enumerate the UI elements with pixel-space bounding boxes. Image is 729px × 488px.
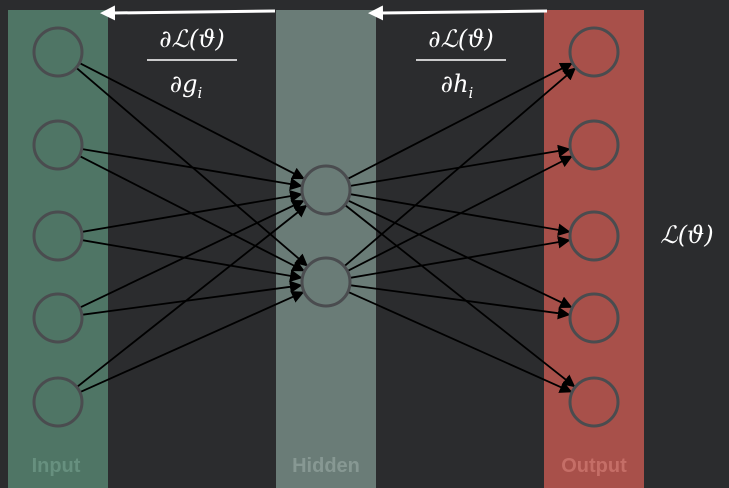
input-neuron-2 xyxy=(32,119,84,171)
loss-label: ℒ(ϑ) xyxy=(660,221,713,249)
gradient-denominator: ∂hi xyxy=(441,70,474,102)
connection-hidden-2-to-output-1 xyxy=(343,67,576,268)
neurons xyxy=(32,26,620,428)
input-neuron-3 xyxy=(32,210,84,262)
gradient-formula-input: ∂ℒ(ϑ) ∂gi xyxy=(147,25,237,102)
connection-hidden-1-to-output-5 xyxy=(344,204,576,388)
hidden-layer-label: Hidden xyxy=(292,455,360,477)
connection-hidden-2-to-output-2 xyxy=(346,155,573,272)
connection-input-4-to-hidden-2 xyxy=(81,280,303,316)
gradient-numerator: ∂ℒ(ϑ) xyxy=(428,25,494,53)
connection-hidden-2-to-output-3 xyxy=(349,235,571,279)
output-layer-panel xyxy=(544,10,644,488)
input-neuron-4 xyxy=(32,292,84,344)
hidden-layer-panel xyxy=(276,10,376,488)
connection-hidden-1-to-output-4 xyxy=(347,199,573,309)
input-layer-label: Input xyxy=(32,455,81,477)
output-layer-label: Output xyxy=(561,455,627,477)
connection-input-2-to-hidden-1 xyxy=(81,148,303,191)
hidden-neuron-1 xyxy=(300,164,352,216)
backprop-arrow-hidden-to-input xyxy=(100,5,276,21)
output-neuron-5 xyxy=(568,376,620,428)
output-neuron-3 xyxy=(568,210,620,262)
connection-hidden-2-to-output-5 xyxy=(347,290,573,393)
connection-input-4-to-hidden-1 xyxy=(79,199,305,309)
connections xyxy=(75,62,576,394)
connection-hidden-1-to-output-1 xyxy=(346,62,573,180)
output-neuron-1 xyxy=(568,26,620,78)
backprop-arrow-output-to-hidden xyxy=(368,5,548,21)
gradient-numerator: ∂ℒ(ϑ) xyxy=(159,25,225,53)
connection-input-3-to-hidden-2 xyxy=(81,239,303,283)
input-neuron-1 xyxy=(32,26,84,78)
gradient-denominator: ∂gi xyxy=(170,70,203,102)
connection-input-5-to-hidden-2 xyxy=(79,291,305,394)
output-neuron-4 xyxy=(568,292,620,344)
connection-input-3-to-hidden-1 xyxy=(81,189,303,233)
output-neuron-2 xyxy=(568,119,620,171)
input-layer-panel xyxy=(8,10,108,488)
input-neuron-5 xyxy=(32,376,84,428)
connection-input-1-to-hidden-1 xyxy=(78,62,305,180)
gradient-formula-hidden: ∂ℒ(ϑ) ∂hi xyxy=(416,25,506,102)
connection-hidden-2-to-output-4 xyxy=(349,284,571,320)
connection-input-5-to-hidden-1 xyxy=(76,204,308,388)
hidden-neuron-2 xyxy=(300,256,352,308)
